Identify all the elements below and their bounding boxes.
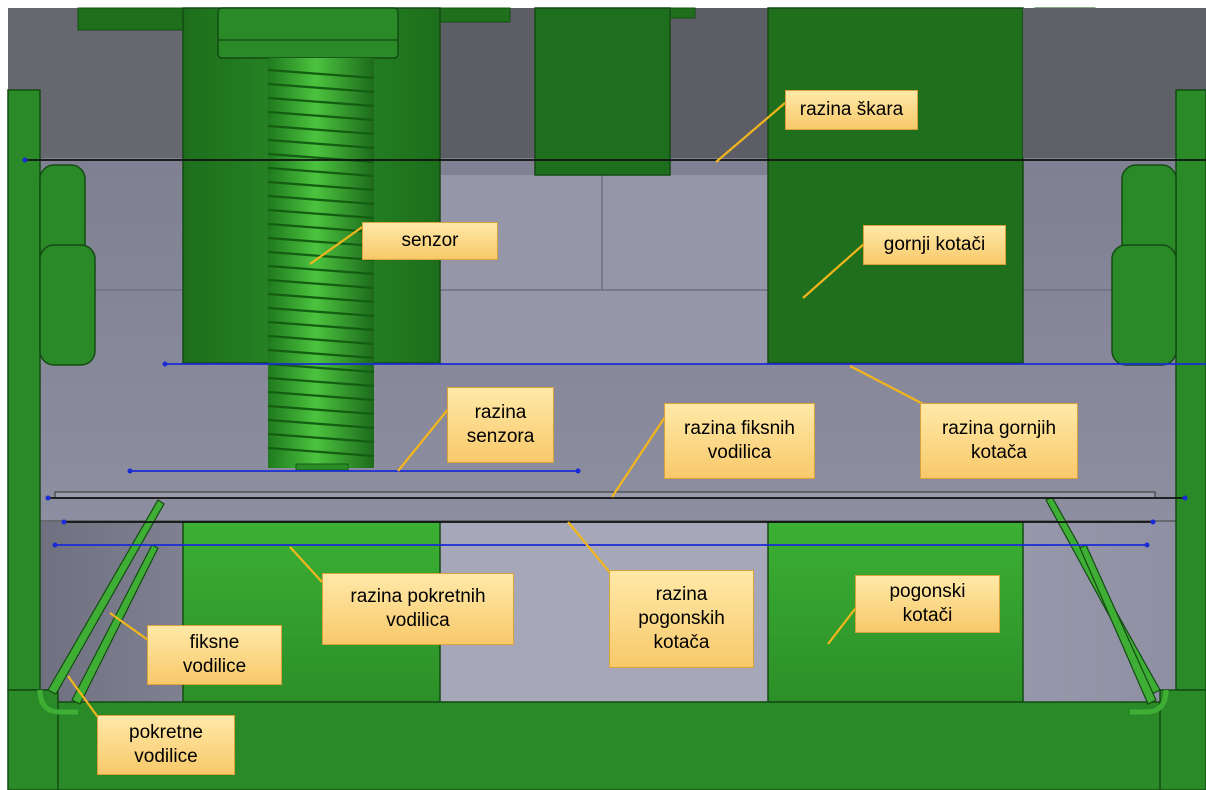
left-side-rail bbox=[7, 89, 41, 691]
left-bracket-lower bbox=[39, 244, 96, 366]
top-cap-mid bbox=[439, 7, 511, 23]
scissor-block bbox=[534, 7, 671, 176]
center-block bbox=[440, 175, 770, 365]
right-bracket-lower bbox=[1111, 244, 1177, 366]
base-left-foot bbox=[7, 689, 59, 790]
sensor-thread bbox=[267, 58, 375, 471]
upper-wheels bbox=[767, 7, 1024, 364]
drive-wheel-left bbox=[182, 521, 441, 703]
base-plate bbox=[39, 701, 1181, 790]
leader-lines bbox=[67, 102, 926, 721]
right-side-rail bbox=[1175, 89, 1206, 691]
drive-wheel-right bbox=[767, 521, 1024, 703]
left-guides bbox=[37, 499, 165, 715]
base-right-foot bbox=[1159, 689, 1206, 790]
level-lines bbox=[22, 157, 1206, 548]
right-guides bbox=[1045, 496, 1169, 715]
lower-center-panel bbox=[440, 522, 770, 702]
sensor-nut bbox=[217, 7, 399, 59]
